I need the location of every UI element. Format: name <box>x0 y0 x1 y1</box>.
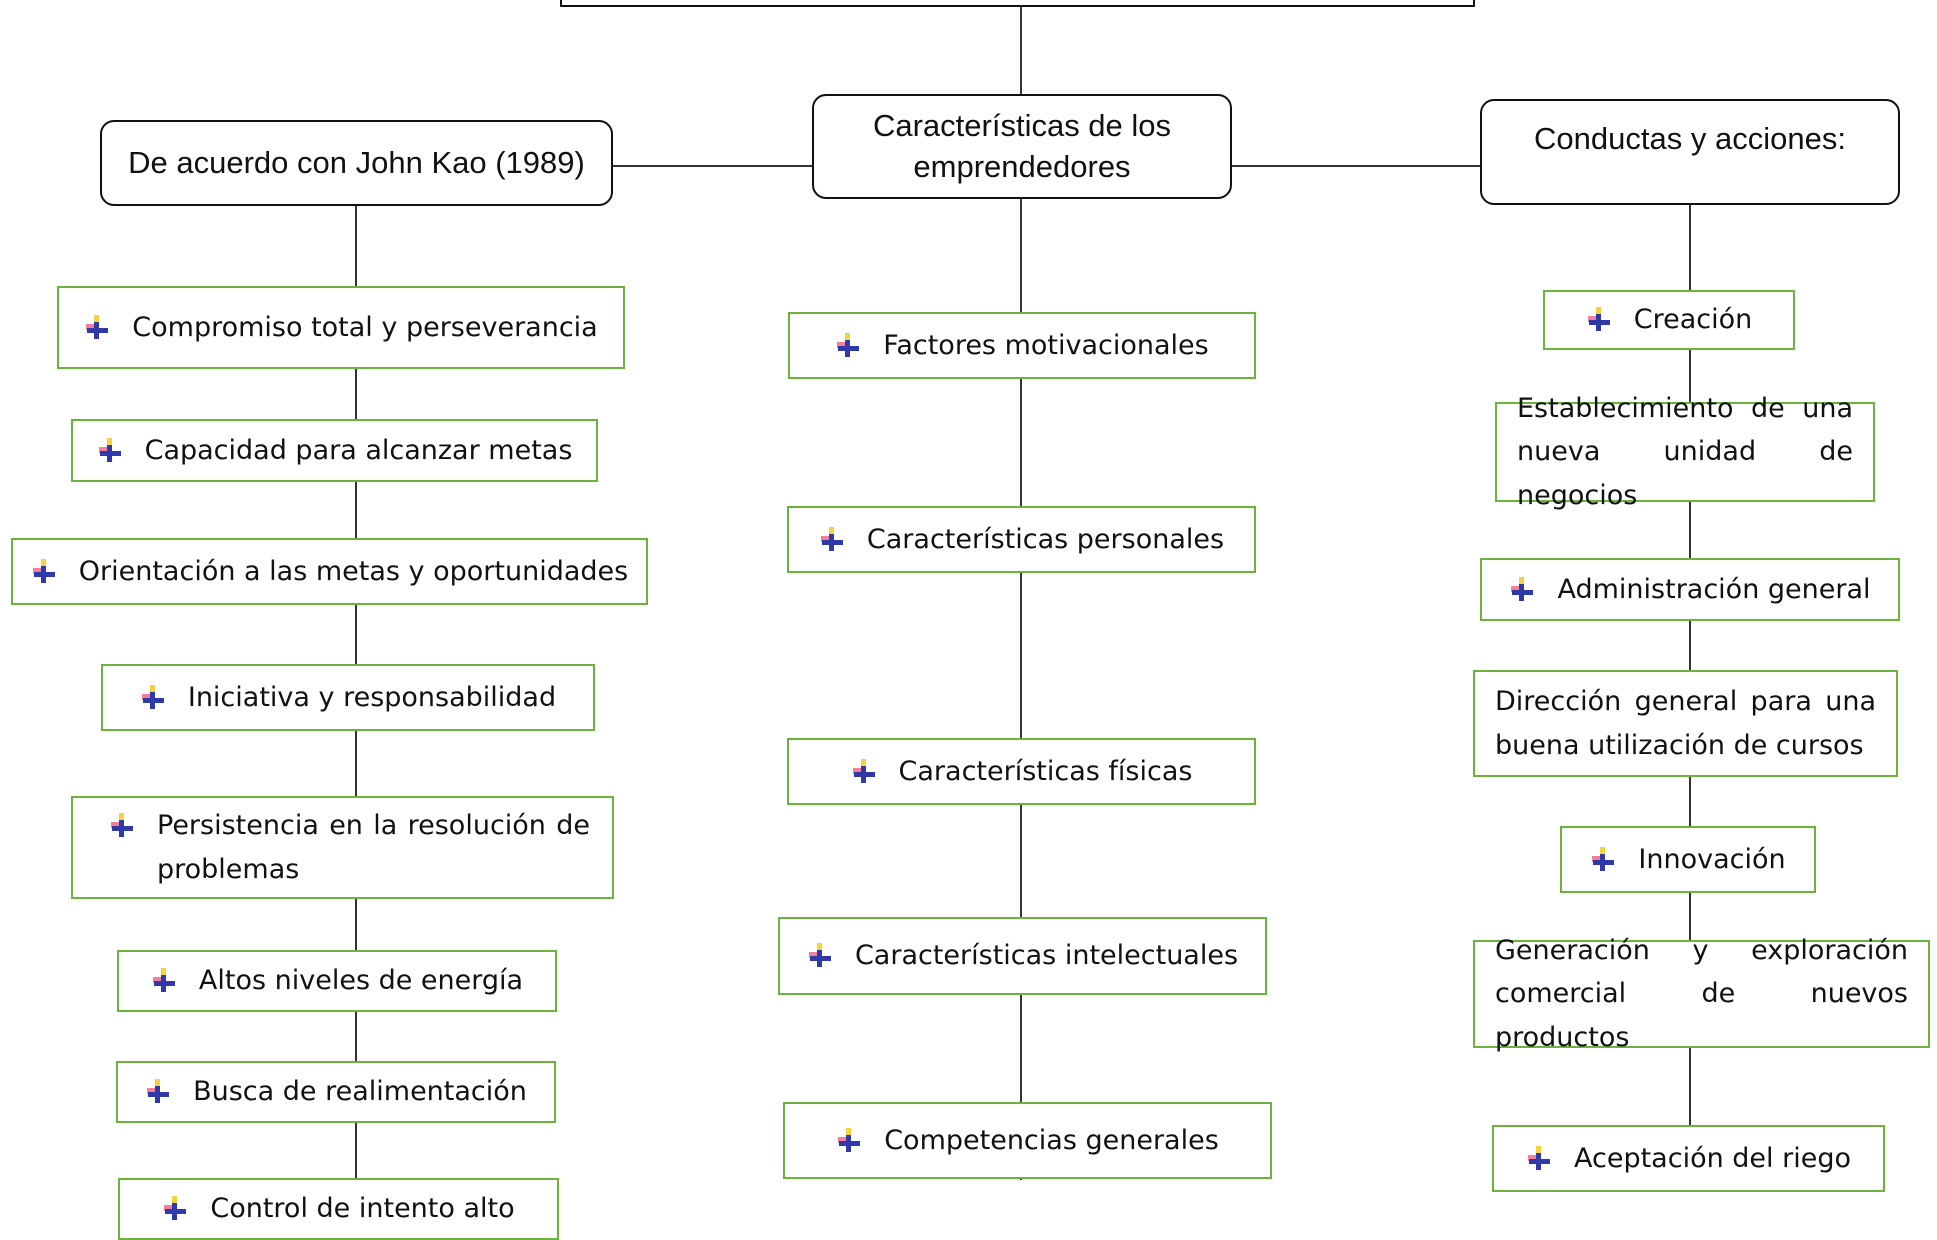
center-item-5: Competencias generales <box>783 1102 1272 1179</box>
center-item-label: Características personales <box>866 523 1225 555</box>
right-item-label: Innovación <box>1638 843 1786 875</box>
right-item-3: Administración general <box>1480 558 1900 621</box>
cross-bullet-icon <box>835 332 861 358</box>
center-item-label: Características intelectuales <box>854 940 1239 972</box>
left-item-4: Iniciativa y responsabilidad <box>101 664 595 731</box>
left-header: De acuerdo con John Kao (1989) <box>100 120 613 206</box>
cross-bullet-icon <box>1509 576 1535 602</box>
center-item-label: Factores motivacionales <box>883 329 1209 361</box>
cross-bullet-icon <box>31 558 57 584</box>
left-item-label: Control de intento alto <box>210 1193 515 1225</box>
center-header-label: Características de los emprendedores <box>872 108 1172 184</box>
right-item-7: Aceptación del riego <box>1492 1125 1885 1192</box>
right-item-label: Generación y exploración comercial de nu… <box>1495 935 1908 1053</box>
right-item-label: Aceptación del riego <box>1574 1142 1851 1174</box>
cross-bullet-icon <box>84 314 110 340</box>
left-item-label: Busca de realimentación <box>193 1076 527 1108</box>
cross-bullet-icon <box>1586 306 1612 332</box>
center-item-label: Características físicas <box>898 755 1193 787</box>
cross-bullet-icon <box>1590 846 1616 872</box>
center-header: Características de los emprendedores <box>812 94 1232 199</box>
center-item-3: Características físicas <box>787 738 1256 805</box>
left-item-label: Persistencia en la resolución de problem… <box>157 810 590 885</box>
left-item-label: Capacidad para alcanzar metas <box>144 434 573 466</box>
cross-bullet-icon <box>807 942 833 968</box>
right-item-label: Dirección general para una buena utiliza… <box>1495 686 1876 761</box>
center-item-4: Características intelectuales <box>778 917 1267 995</box>
cross-bullet-icon <box>140 684 166 710</box>
center-item-label: Competencias generales <box>884 1124 1219 1156</box>
left-item-1: Compromiso total y perseverancia <box>57 286 625 369</box>
right-item-6: Generación y exploración comercial de nu… <box>1473 935 1930 1053</box>
left-item-3: Orientación a las metas y oportunidades <box>11 538 648 605</box>
right-header-label: Conductas y acciones: <box>1534 121 1846 156</box>
right-item-1: Creación <box>1543 290 1795 350</box>
cross-bullet-icon <box>836 1127 862 1153</box>
center-item-2: Características personales <box>787 506 1256 573</box>
cross-bullet-icon <box>162 1195 188 1221</box>
left-item-2: Capacidad para alcanzar metas <box>71 419 598 482</box>
right-item-label: Creación <box>1633 304 1753 336</box>
cross-bullet-icon <box>1526 1145 1552 1171</box>
left-item-6: Altos niveles de energía <box>117 950 557 1012</box>
left-item-label: Orientación a las metas y oportunidades <box>78 555 629 587</box>
cross-bullet-icon <box>109 812 135 838</box>
cross-bullet-icon <box>851 758 877 784</box>
root-title-box <box>560 0 1475 7</box>
left-item-7: Busca de realimentación <box>116 1061 556 1123</box>
cross-bullet-icon <box>145 1078 171 1104</box>
left-item-label: Altos niveles de energía <box>198 965 524 997</box>
left-item-label: Iniciativa y responsabilidad <box>187 681 557 713</box>
cross-bullet-icon <box>151 967 177 993</box>
cross-bullet-icon <box>97 437 123 463</box>
right-item-5: Innovación <box>1560 826 1816 893</box>
left-item-8: Control de intento alto <box>118 1178 559 1240</box>
center-item-1: Factores motivacionales <box>788 312 1256 379</box>
left-item-5: Persistencia en la resolución de problem… <box>71 796 614 899</box>
right-item-label: Establecimiento de una nueva unidad de n… <box>1517 393 1853 511</box>
right-item-label: Administración general <box>1557 573 1871 605</box>
right-header: Conductas y acciones: <box>1480 99 1900 205</box>
right-item-2: Establecimiento de una nueva unidad de n… <box>1495 393 1875 511</box>
right-item-4: Dirección general para una buena utiliza… <box>1473 670 1898 777</box>
left-header-label: De acuerdo con John Kao (1989) <box>128 144 585 180</box>
cross-bullet-icon <box>819 526 845 552</box>
left-item-label: Compromiso total y perseverancia <box>132 311 598 343</box>
